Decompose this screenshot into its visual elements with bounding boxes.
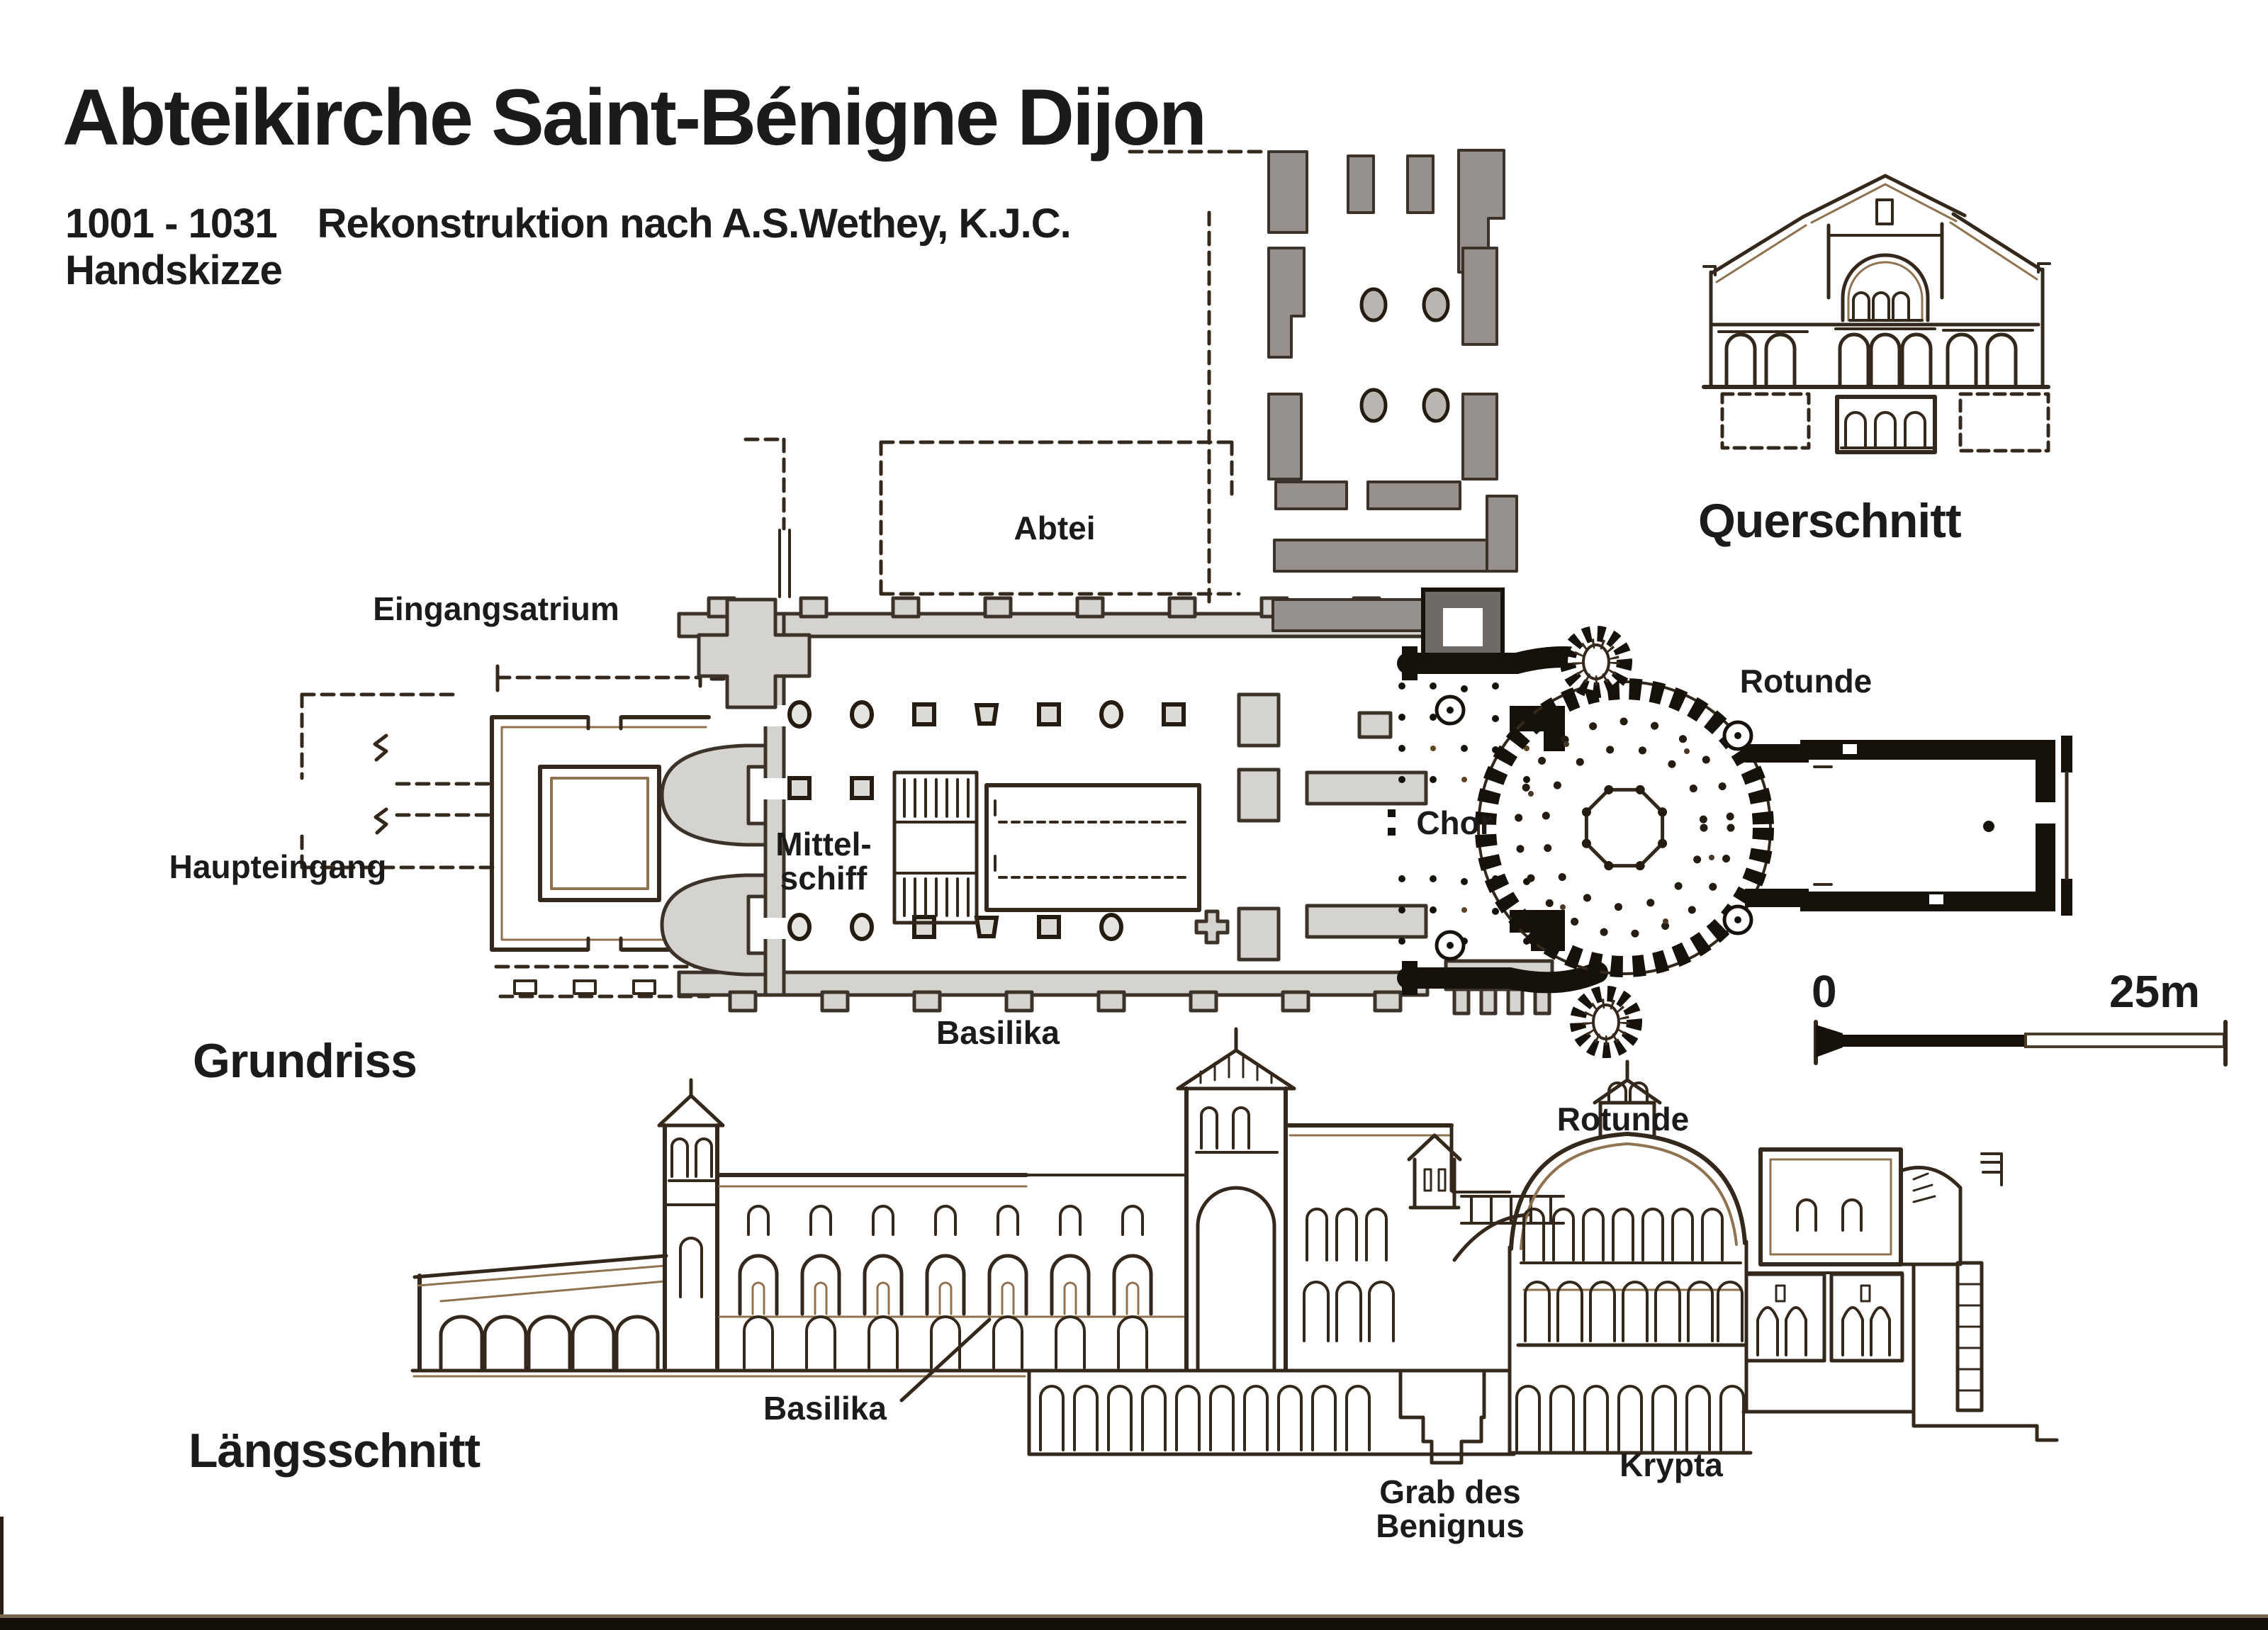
- floor-plan-drawing: [300, 149, 2072, 1058]
- page-subtitle: 1001 - 1031 Rekonstruktion nach A.S.Weth…: [65, 201, 1072, 247]
- floor-plan-title: Grundriss: [193, 1034, 417, 1088]
- label-basilika-plan: Basilika: [936, 1014, 1060, 1051]
- label-grab-des-benignus: Grab des Benignus: [1376, 1473, 1525, 1544]
- photo-bottom-edge: [0, 1618, 2268, 1630]
- label-abtei: Abtei: [1014, 510, 1096, 546]
- technique-label: Handskizze: [65, 247, 283, 293]
- label-mittelschiff-line2: schiff: [780, 859, 868, 896]
- scale-max-label: 25m: [2109, 966, 2201, 1017]
- cross-section-drawing: [1702, 174, 2051, 454]
- label-grab-line2: Benignus: [1376, 1507, 1525, 1544]
- scale-zero-label: 0: [1812, 966, 1837, 1017]
- label-mittelschiff-line1: Mittel-: [775, 826, 872, 862]
- label-grab-line1: Grab des: [1379, 1473, 1521, 1510]
- label-krypta: Krypta: [1619, 1446, 1723, 1483]
- photo-bottom-edge-highlight: [0, 1614, 2268, 1618]
- long-section-title: Längsschnitt: [189, 1424, 481, 1478]
- scale-bar: [1814, 1020, 2228, 1067]
- page-title: Abteikirche Saint-Bénigne Dijon: [62, 73, 1207, 162]
- label-basilika-section: Basilika: [763, 1390, 887, 1427]
- label-haupteingang: Haupteingang: [169, 848, 387, 885]
- label-rotunde-section: Rotunde: [1556, 1101, 1690, 1137]
- cross-section-title: Querschnitt: [1698, 494, 1962, 548]
- photo-left-edge: [0, 1517, 4, 1617]
- label-mittelschiff: Mittel- schiff: [775, 826, 872, 896]
- label-rotunde-plan: Rotunde: [1739, 663, 1873, 699]
- label-eingangsatrium: Eingangsatrium: [373, 590, 619, 627]
- label-chor: Chor: [1416, 804, 1493, 841]
- longitudinal-section-drawing: [410, 1027, 2059, 1465]
